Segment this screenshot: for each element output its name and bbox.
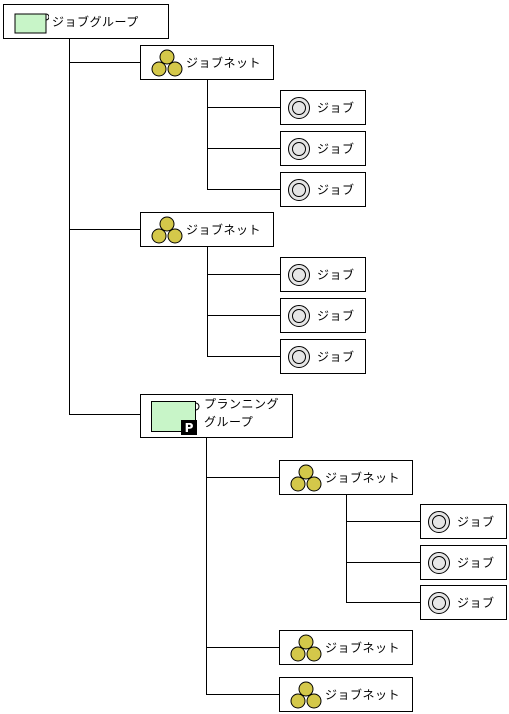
connector-line xyxy=(69,414,141,415)
connector-line xyxy=(346,521,420,522)
job-label: ジョブ xyxy=(317,268,355,282)
jobnet-label: ジョブネット xyxy=(186,56,262,70)
job-icon xyxy=(428,591,450,614)
job-node[interactable]: ジョブ xyxy=(420,585,507,620)
job-node[interactable]: ジョブ xyxy=(280,90,366,125)
job-icon xyxy=(288,178,310,201)
job-group-node[interactable]: ジョブグループ xyxy=(3,4,169,39)
job-node[interactable]: ジョブ xyxy=(420,545,507,580)
job-label: ジョブ xyxy=(317,309,355,323)
connector-line xyxy=(206,694,279,695)
connector-line xyxy=(206,437,207,695)
job-icon xyxy=(288,345,310,368)
planning-group-label-line1: プランニング xyxy=(204,397,280,411)
jobnet-node[interactable]: ジョブネット xyxy=(279,677,413,712)
job-node[interactable]: ジョブ xyxy=(280,257,366,292)
job-label: ジョブ xyxy=(317,183,355,197)
job-label: ジョブ xyxy=(317,142,355,156)
planning-group-label-line2: グループ xyxy=(204,415,254,429)
job-node[interactable]: ジョブ xyxy=(280,172,366,207)
jobnet-label: ジョブネット xyxy=(325,471,401,485)
jobnet-node[interactable]: ジョブネット xyxy=(140,45,274,80)
connector-line xyxy=(207,274,280,275)
connector-line xyxy=(207,148,280,149)
connector-line xyxy=(69,62,141,63)
job-node[interactable]: ジョブ xyxy=(280,339,366,374)
connector-line xyxy=(206,647,279,648)
connector-line xyxy=(346,494,347,603)
connector-line xyxy=(346,602,420,603)
connector-line xyxy=(69,38,70,415)
connector-line xyxy=(69,229,141,230)
job-label: ジョブ xyxy=(457,556,495,570)
jobnet-label: ジョブネット xyxy=(325,688,401,702)
job-icon xyxy=(288,96,310,119)
planning-badge-text: P xyxy=(185,421,194,435)
jobnet-icon xyxy=(290,464,322,491)
connector-line xyxy=(207,79,208,189)
planning-group-label: プランニング グループ xyxy=(204,395,279,431)
job-icon xyxy=(288,137,310,160)
connector-line xyxy=(207,356,280,357)
job-group-label: ジョブグループ xyxy=(52,15,139,29)
job-label: ジョブ xyxy=(457,515,495,529)
connector-line xyxy=(346,562,420,563)
job-icon xyxy=(428,510,450,533)
connector-line xyxy=(207,315,280,316)
connector-line xyxy=(207,246,208,356)
job-group-icon xyxy=(14,13,49,33)
jobnet-node[interactable]: ジョブネット xyxy=(279,630,413,665)
connector-line xyxy=(207,107,280,108)
job-node[interactable]: ジョブ xyxy=(420,504,507,539)
jobnet-icon xyxy=(151,49,183,76)
jobnet-label: ジョブネット xyxy=(186,223,262,237)
job-icon xyxy=(288,263,310,286)
job-node[interactable]: ジョブ xyxy=(280,298,366,333)
planning-group-node[interactable]: P プランニング グループ xyxy=(140,394,293,438)
jobnet-node[interactable]: ジョブネット xyxy=(140,212,274,247)
jobnet-icon xyxy=(290,681,322,708)
jobnet-icon xyxy=(151,216,183,243)
planning-group-icon: P xyxy=(151,401,200,435)
jobnet-label: ジョブネット xyxy=(325,641,401,655)
job-icon xyxy=(288,304,310,327)
job-label: ジョブ xyxy=(457,596,495,610)
job-node[interactable]: ジョブ xyxy=(280,131,366,166)
connector-line xyxy=(207,189,280,190)
job-label: ジョブ xyxy=(317,350,355,364)
job-label: ジョブ xyxy=(317,101,355,115)
jobnet-icon xyxy=(290,634,322,661)
jobnet-node[interactable]: ジョブネット xyxy=(279,460,413,495)
connector-line xyxy=(206,477,279,478)
job-icon xyxy=(428,551,450,574)
